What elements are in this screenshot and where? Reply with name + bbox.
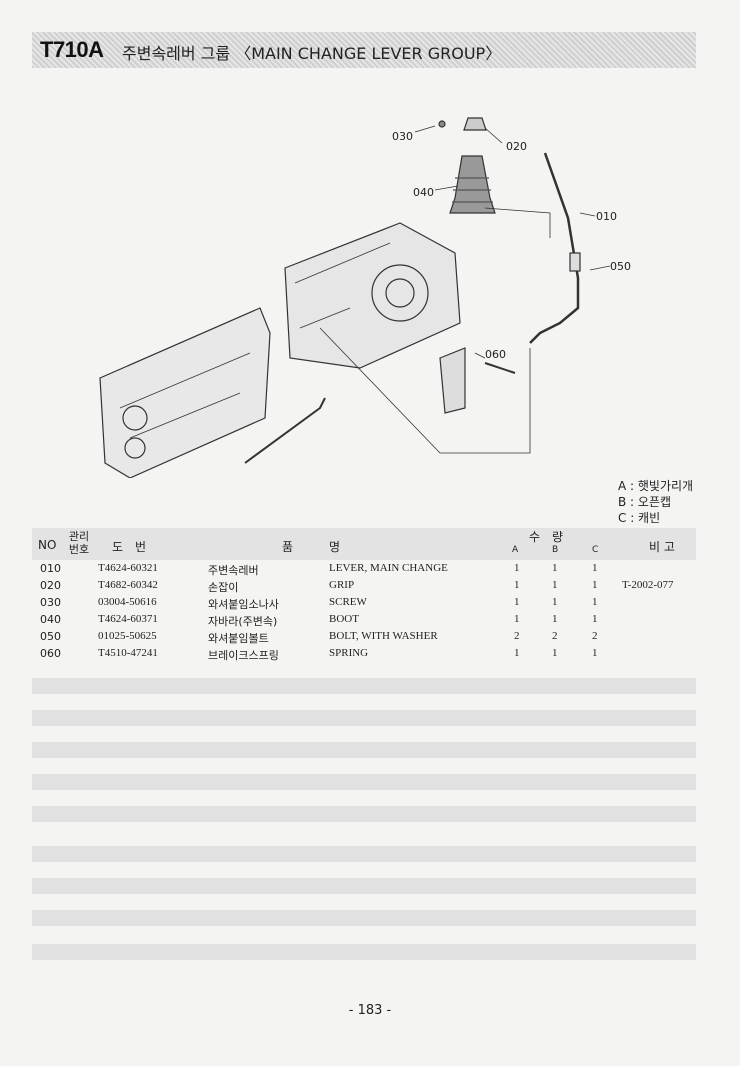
- parts-table: NO 관리 번호 도 번 품 명 수 량 A B C 비 고 010 T4624…: [32, 528, 696, 662]
- callout-040: 040: [413, 186, 434, 199]
- table-row: 030 03004-50616 와셔붙임소나사 SCREW 1 1 1: [40, 596, 598, 611]
- legend-c: C : 캐빈: [618, 511, 661, 525]
- boot: [449, 155, 496, 214]
- callout-010: 010: [596, 210, 617, 223]
- callout-030: 030: [392, 130, 413, 143]
- header-no: NO: [38, 538, 57, 552]
- table-row: 060 T4510-47241 브레이크스프링 SPRING 1 1 1: [40, 647, 598, 662]
- group-title: 주변속레버 그룹 〈MAIN CHANGE LEVER GROUP〉: [122, 44, 502, 63]
- main-lever: [529, 152, 580, 344]
- legend-a: A : 햇빛가리개: [618, 479, 694, 493]
- table-row: 020 T4682-60342 손잡이 GRIP 1 1 1 T-2002-07…: [40, 579, 674, 594]
- group-code: T710A: [40, 37, 104, 62]
- front-housing: [99, 307, 271, 478]
- faded-row: [32, 806, 696, 822]
- header-b: B: [552, 545, 559, 555]
- faded-row: [32, 878, 696, 894]
- variant-legend: A : 햇빛가리개 B : 오픈캡 C : 캐빈: [618, 478, 693, 526]
- callout-050: 050: [610, 260, 631, 273]
- table-row: 040 T4624-60371 자바라(주변속) BOOT 1 1 1: [40, 613, 598, 628]
- header-mgmt: 관리 번호: [68, 530, 90, 556]
- legend-b: B : 오픈캡: [618, 495, 672, 509]
- header-qty: 수 량: [529, 530, 564, 544]
- table-row: 010 T4624-60321 주변속레버 LEVER, MAIN CHANGE…: [40, 562, 598, 577]
- grip: [463, 117, 487, 131]
- parts-diagram: 030 020 040 010 050 060: [99, 117, 631, 478]
- faded-row: [32, 910, 696, 926]
- faded-row: [32, 846, 696, 862]
- header-remarks: 비 고: [649, 540, 675, 554]
- callout-060: 060: [485, 348, 506, 361]
- table-row: 050 01025-50625 와셔붙임볼트 BOLT, WITH WASHER…: [40, 630, 598, 645]
- page-header: T710A 주변속레버 그룹 〈MAIN CHANGE LEVER GROUP〉: [32, 32, 696, 68]
- faded-row: [32, 944, 696, 960]
- faded-row: [32, 678, 696, 694]
- header-name: 품 명: [282, 540, 341, 554]
- faded-row: [32, 710, 696, 726]
- callout-020: 020: [506, 140, 527, 153]
- faded-row: [32, 742, 696, 758]
- faded-row: [32, 774, 696, 790]
- table-header: NO 관리 번호 도 번 품 명 수 량 A B C 비 고: [32, 528, 696, 560]
- header-a: A: [512, 545, 519, 555]
- header-part-no: 도 번: [112, 540, 147, 554]
- page-number: - 183 -: [348, 1003, 392, 1018]
- header-c: C: [592, 545, 599, 555]
